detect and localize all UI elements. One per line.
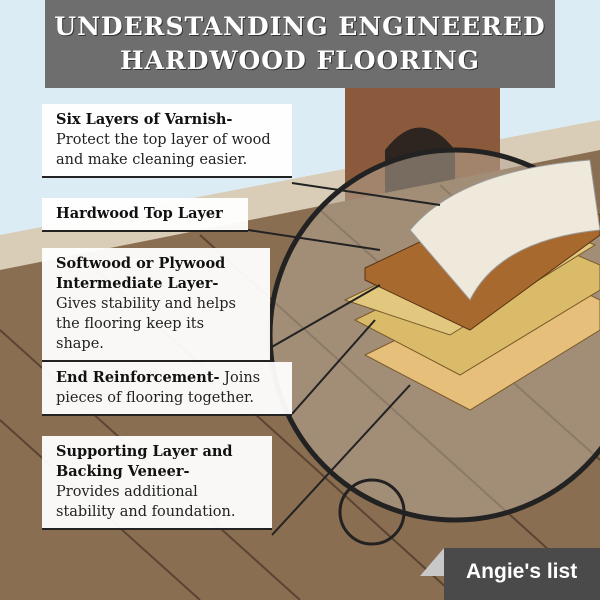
callout-text: Gives stability and helps the flooring k… <box>56 296 236 352</box>
layers-stack <box>343 159 600 411</box>
callout-heading: Six Layers of Varnish- <box>56 111 233 128</box>
callout-end-reinforcement: End Reinforcement- Joins pieces of floor… <box>42 362 292 416</box>
callout-text: Provides additional stability and founda… <box>56 484 236 520</box>
page-curl <box>420 548 444 576</box>
page-title: UNDERSTANDING ENGINEERED HARDWOOD FLOORI… <box>45 0 555 88</box>
angies-list-logo: Angie's list <box>444 548 600 600</box>
reinforcement-circle <box>338 478 406 546</box>
callout-heading: Softwood or Plywood Intermediate Layer- <box>56 255 226 292</box>
callout-text: Protect the top layer of wood and make c… <box>56 132 271 168</box>
title-line-1: UNDERSTANDING ENGINEERED <box>54 12 546 41</box>
callout-varnish: Six Layers of Varnish- Protect the top l… <box>42 104 292 178</box>
callout-top-layer: Hardwood Top Layer <box>42 198 248 232</box>
callout-heading: Hardwood Top Layer <box>56 205 223 222</box>
callout-supporting-layer: Supporting Layer and Backing Veneer- Pro… <box>42 436 272 530</box>
title-line-2: HARDWOOD FLOORING <box>119 46 481 75</box>
callout-text: Joins pieces of flooring together. <box>56 370 261 406</box>
callout-intermediate: Softwood or Plywood Intermediate Layer- … <box>42 248 270 362</box>
callout-heading: Supporting Layer and Backing Veneer- <box>56 443 233 480</box>
callout-heading: End Reinforcement- <box>56 369 220 386</box>
